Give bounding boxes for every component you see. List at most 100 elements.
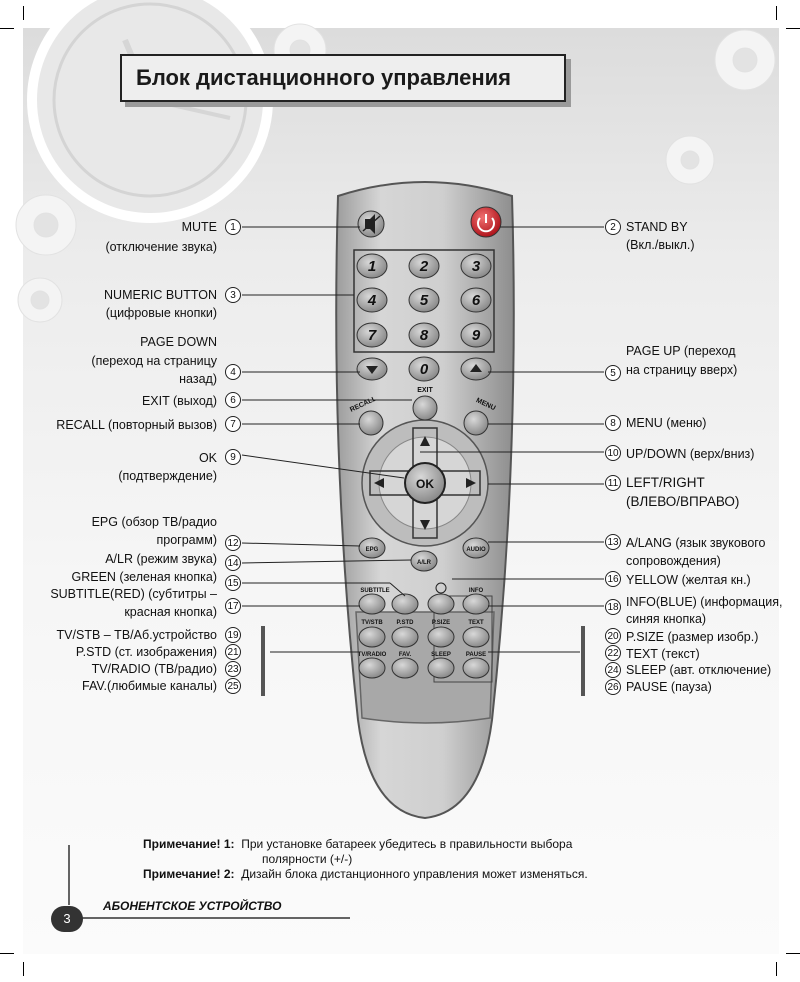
digit-label: 1 <box>368 258 376 275</box>
callout-number: 14 <box>225 555 241 571</box>
label-info: INFO(BLUE) (информация, <box>626 595 783 609</box>
label-page-down: PAGE DOWN <box>140 335 217 349</box>
crop-mark <box>786 953 800 954</box>
callout-number: 25 <box>225 678 241 694</box>
label-numeric: NUMERIC BUTTON <box>104 288 217 302</box>
digit-button-9[interactable] <box>460 322 492 348</box>
digit-label: 6 <box>472 292 481 309</box>
digit-button-3[interactable] <box>460 253 492 279</box>
label-sleep: SLEEP (авт. отключение) <box>626 663 772 677</box>
alr-button[interactable] <box>410 550 438 572</box>
digit-label: 3 <box>472 258 481 275</box>
digit-label: 4 <box>367 292 377 309</box>
alr-label: A/LR <box>417 560 432 566</box>
yellow-button[interactable] <box>427 593 455 615</box>
crop-mark <box>0 953 14 954</box>
numeric-frame <box>353 249 495 353</box>
callout-number: 15 <box>225 575 241 591</box>
note-2: Примечание! 2: Дизайн блока дистанционно… <box>143 867 588 882</box>
callout-number: 26 <box>605 679 621 695</box>
digit-label: 5 <box>420 292 429 309</box>
note-1: Примечание! 1: При установке батареек уб… <box>143 837 572 852</box>
subtitle-red-button[interactable] <box>358 593 386 615</box>
psize-label: P.SIZE <box>432 620 450 626</box>
digit-button-4[interactable] <box>356 287 388 313</box>
fav-label: FAV. <box>399 652 412 658</box>
exit-label: EXIT <box>417 387 433 394</box>
callout-number: 12 <box>225 535 241 551</box>
audio-button[interactable] <box>462 537 490 559</box>
digit-label: 7 <box>368 327 377 344</box>
menu-button[interactable] <box>463 410 489 436</box>
note-text: Дизайн блока дистанционного управления м… <box>241 867 588 881</box>
exit-button[interactable] <box>412 395 438 421</box>
label-ok-desc: (подтверждение) <box>118 469 217 483</box>
note-text: полярности (+/-) <box>262 852 353 866</box>
label-page-down-desc: (переход на страницу <box>91 354 217 368</box>
label-page-up: PAGE UP (переход <box>626 344 736 358</box>
digit-button-2[interactable] <box>408 253 440 279</box>
digit-button-7[interactable] <box>356 322 388 348</box>
fav-button[interactable] <box>391 657 419 679</box>
label-tvstb: TV/STB – ТВ/Аб.устройство <box>56 628 217 642</box>
ok-button[interactable] <box>404 462 446 504</box>
left-arrow-icon[interactable] <box>374 478 384 488</box>
flower-icon <box>15 23 776 323</box>
page-title: Блок дистанционного управления <box>136 65 512 90</box>
label-green: GREEN (зеленая кнопка) <box>71 570 217 584</box>
callout-number: 1 <box>225 219 241 235</box>
right-arrow-icon[interactable] <box>466 478 476 488</box>
psize-button[interactable] <box>427 626 455 648</box>
label-exit: EXIT (выход) <box>141 394 217 408</box>
up-arrow-icon[interactable] <box>420 436 430 446</box>
callout-number: 24 <box>605 662 621 678</box>
footer-title: АБОНЕНТСКОЕ УСТРОЙСТВО <box>103 899 282 913</box>
callout-number: 23 <box>225 661 241 677</box>
digit-button-5[interactable] <box>408 287 440 313</box>
callout-number: 3 <box>225 287 241 303</box>
label-alr: A/LR (режим звука) <box>105 552 217 566</box>
pstd-button[interactable] <box>391 626 419 648</box>
note-text: При установке батареек убедитесь в прави… <box>241 837 573 851</box>
callout-number: 9 <box>225 449 241 465</box>
tvstb-button[interactable] <box>358 626 386 648</box>
label-subtitle: SUBTITLE(RED) (субтитры – <box>50 587 217 601</box>
power-icon <box>477 217 495 233</box>
tvradio-label: TV/RADIO <box>358 652 387 658</box>
page-title-box: Блок дистанционного управления <box>120 54 566 102</box>
epg-button[interactable] <box>358 537 386 559</box>
label-tvradio: TV/RADIO (ТВ/радио) <box>91 662 217 676</box>
down-arrow-icon[interactable] <box>420 520 430 530</box>
digit-label: 9 <box>472 327 481 344</box>
audio-label: AUDIO <box>466 547 486 553</box>
pause-button[interactable] <box>462 657 490 679</box>
crop-mark <box>23 962 24 976</box>
tvstb-label: TV/STB <box>361 620 383 626</box>
digit-label: 8 <box>420 327 429 344</box>
callout-number: 17 <box>225 598 241 614</box>
info-label: INFO <box>469 588 484 594</box>
callout-number: 21 <box>225 644 241 660</box>
recall-button[interactable] <box>358 410 384 436</box>
digit-button-8[interactable] <box>408 322 440 348</box>
page-up-icon <box>470 364 482 372</box>
sleep-button[interactable] <box>427 657 455 679</box>
label-epg-desc: программ) <box>156 533 218 547</box>
info-blue-button[interactable] <box>462 593 490 615</box>
green-button[interactable] <box>391 593 419 615</box>
callout-number: 16 <box>605 571 621 587</box>
callout-number: 13 <box>605 534 621 550</box>
epg-label: EPG <box>366 547 379 553</box>
digit-button-6[interactable] <box>460 287 492 313</box>
page-number: 3 <box>51 906 83 932</box>
text-button[interactable] <box>462 626 490 648</box>
digit-button-0[interactable] <box>408 356 440 382</box>
tvradio-button[interactable] <box>358 657 386 679</box>
label-recall: RECALL (повторный вызов) <box>56 418 217 432</box>
callout-number: 22 <box>605 645 621 661</box>
label-text: TEXT (текст) <box>626 647 700 661</box>
clock-small-icon <box>435 582 447 594</box>
bottom-button-grid <box>358 626 490 679</box>
digit-button-1[interactable] <box>356 253 388 279</box>
